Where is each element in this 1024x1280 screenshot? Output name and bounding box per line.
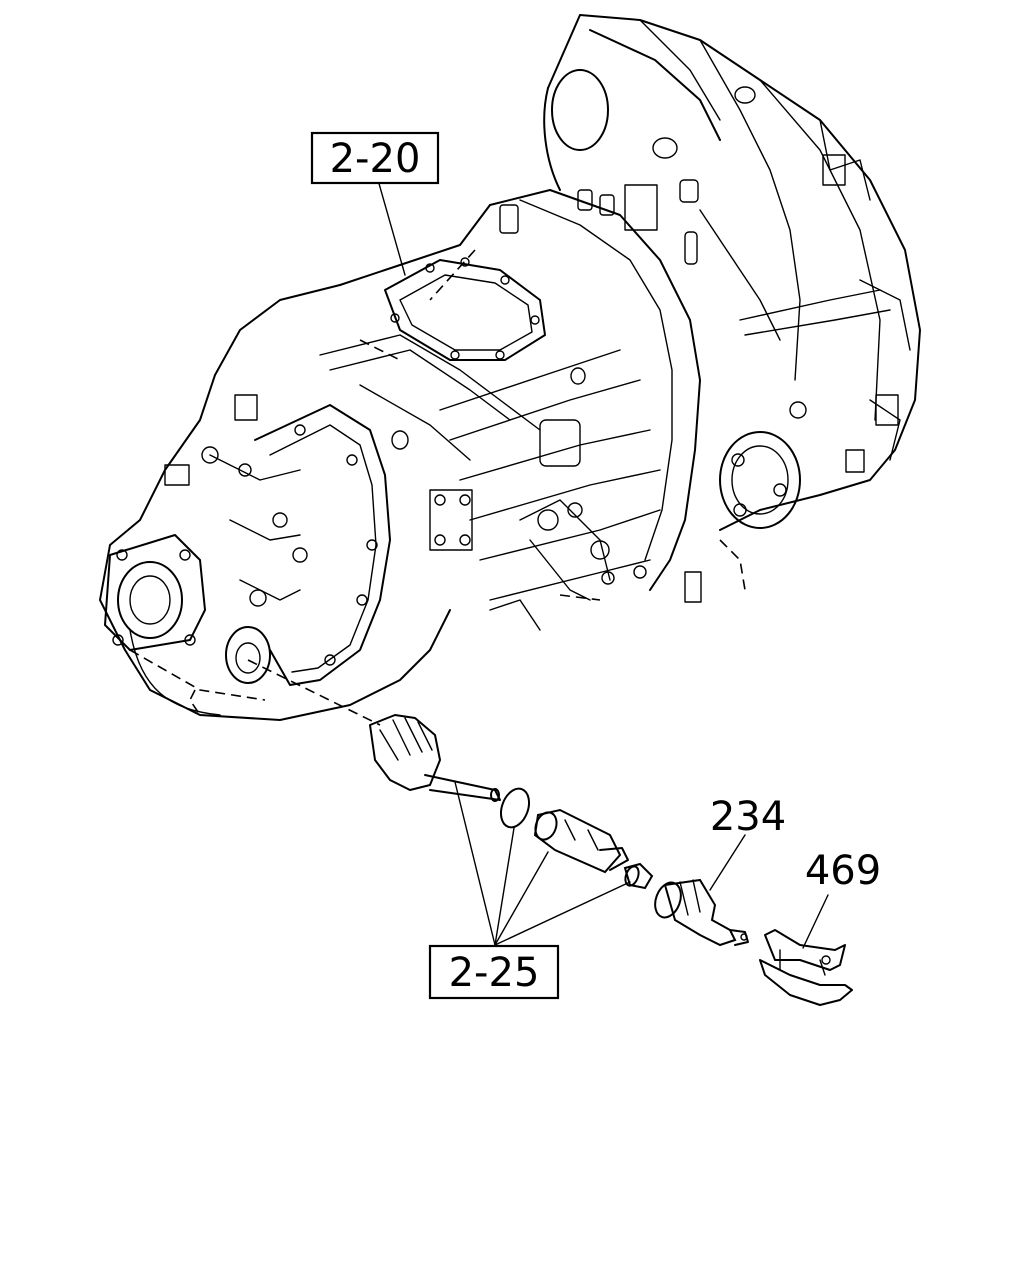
leader-lines	[377, 179, 829, 949]
callout-ref-2-20[interactable]: 2-20	[310, 131, 440, 185]
callout-ref-2-25-text: 2-25	[449, 950, 540, 996]
transmission-housing	[99, 14, 921, 721]
driven-gear-sleeve	[533, 808, 629, 874]
part-number-469[interactable]: 469	[805, 848, 881, 894]
driven-gear-shaft	[369, 714, 501, 802]
assembly-axis-line	[247, 659, 381, 726]
part-number-234[interactable]: 234	[710, 794, 786, 840]
o-ring	[499, 787, 531, 829]
callout-ref-2-25[interactable]: 2-25	[428, 944, 560, 1000]
speed-sensor-part-234	[654, 878, 749, 947]
bracket-part-469	[759, 929, 853, 1006]
callout-ref-2-20-text: 2-20	[330, 136, 421, 182]
bushing	[623, 862, 654, 890]
